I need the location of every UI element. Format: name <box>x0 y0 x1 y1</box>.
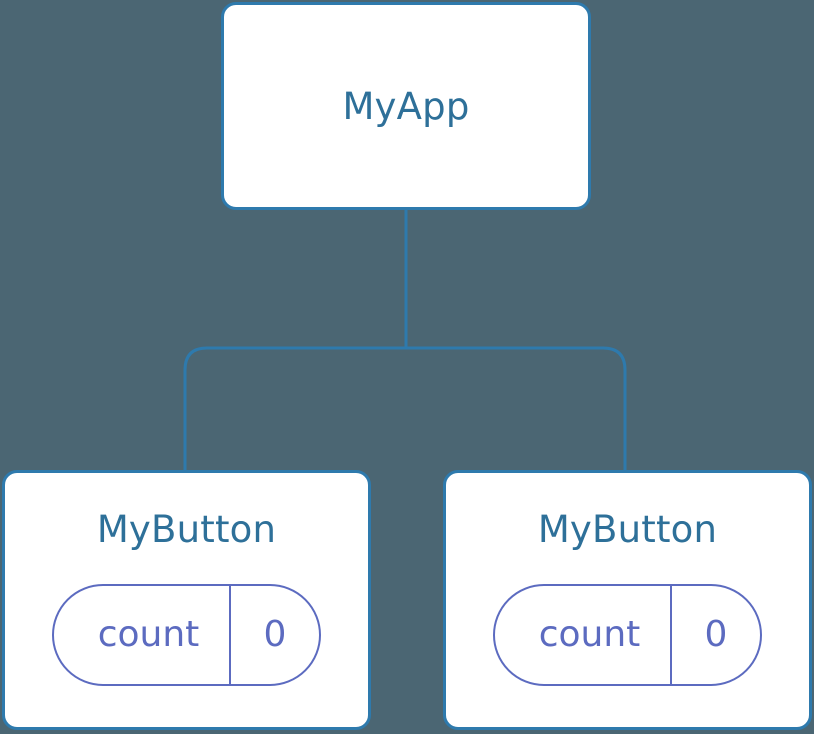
state-key: count <box>538 613 641 655</box>
connector-branch-right <box>406 346 627 472</box>
connector-branch-left <box>183 346 406 472</box>
state-pill[interactable]: count 0 <box>52 583 321 686</box>
node-myapp[interactable]: MyApp <box>221 2 591 210</box>
node-title: MyButton <box>96 507 277 551</box>
node-title: MyButton <box>537 507 718 551</box>
node-title: MyApp <box>342 84 470 128</box>
node-mybutton-1[interactable]: MyButton count 0 <box>2 470 371 730</box>
state-value: 0 <box>670 585 760 684</box>
node-mybutton-2[interactable]: MyButton count 0 <box>443 470 812 730</box>
state-key: count <box>97 613 200 655</box>
state-value: 0 <box>229 585 319 684</box>
state-pill[interactable]: count 0 <box>493 583 762 686</box>
